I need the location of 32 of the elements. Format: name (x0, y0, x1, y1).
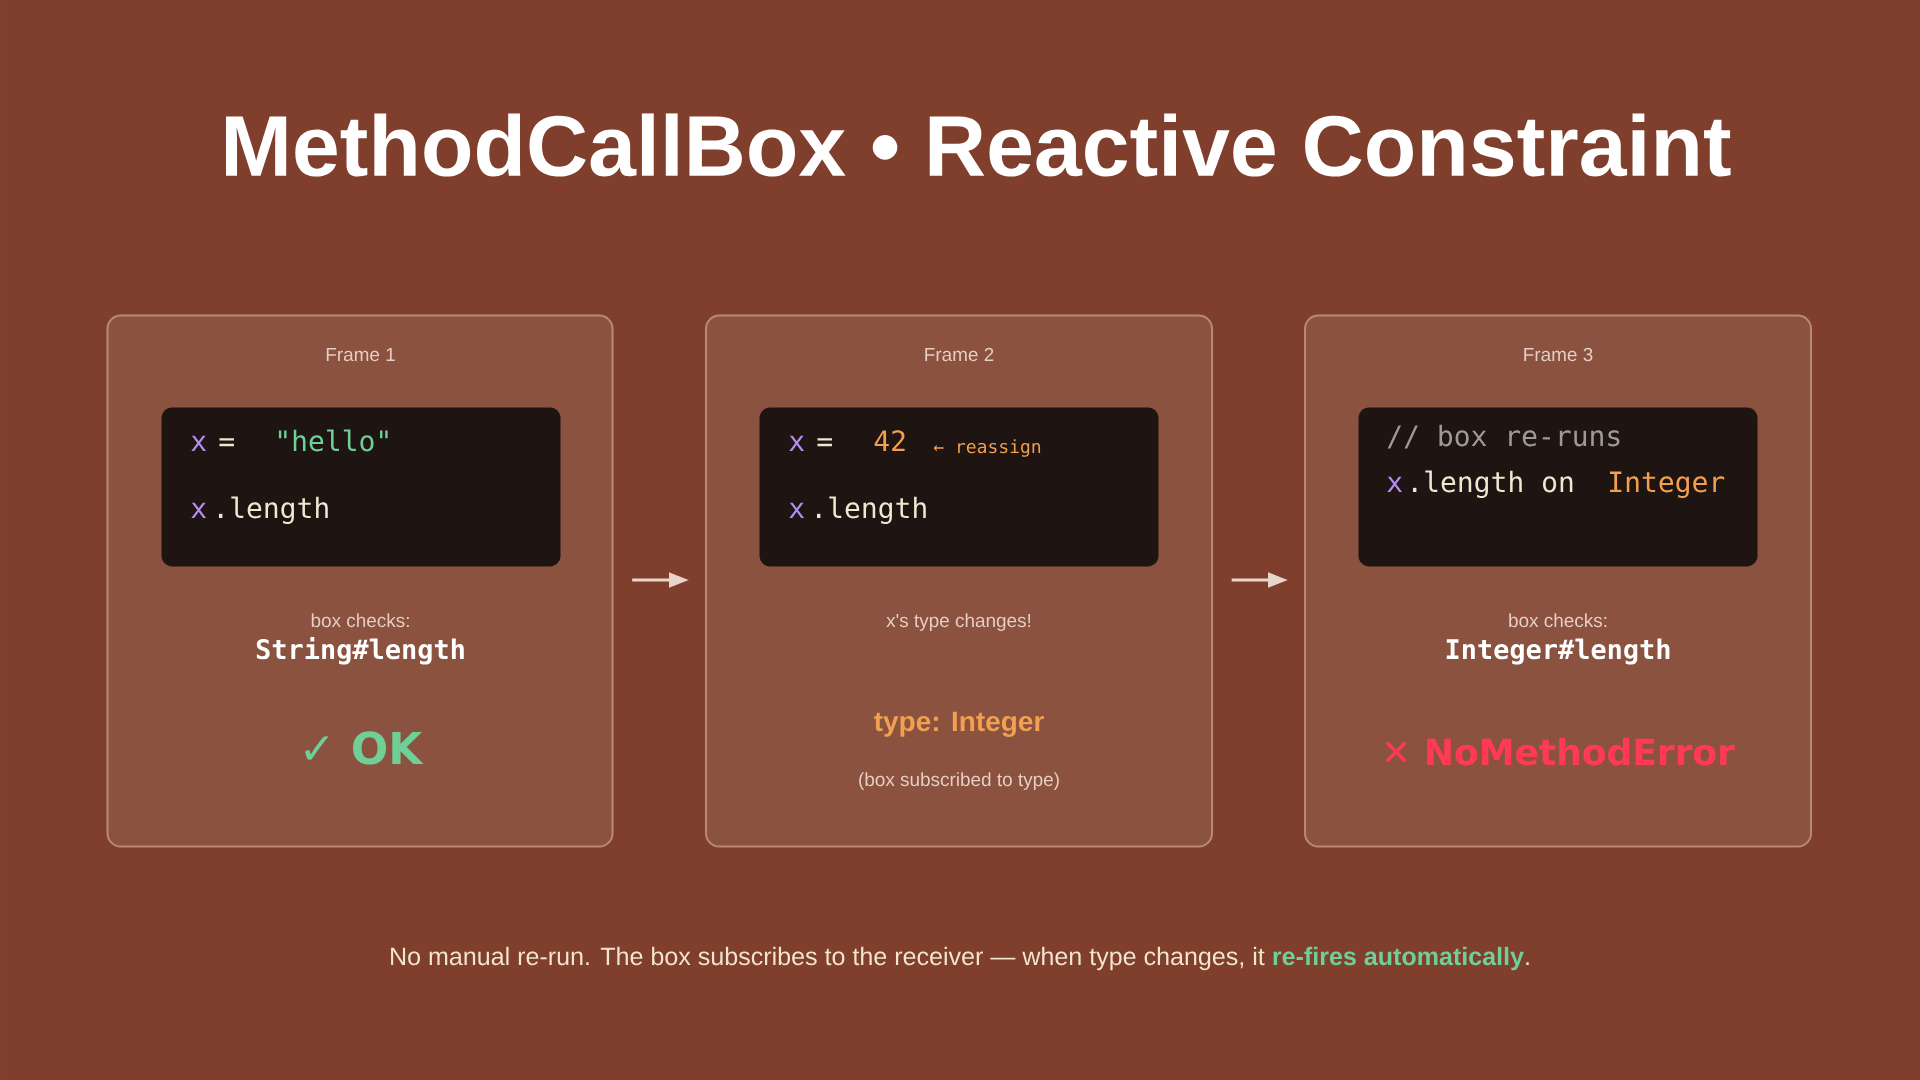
code-token: x (789, 502, 805, 518)
code-token: ← reassign (933, 439, 1041, 457)
code-token: .length (218, 496, 328, 524)
caption-text: box checks: (311, 613, 409, 628)
frame-label: Frame 1 (326, 347, 395, 362)
method-name: String#length (256, 637, 464, 665)
frame-label: Frame 3 (1524, 347, 1593, 362)
caption-text: box checks: (1509, 613, 1607, 628)
code-token: "hello" (278, 429, 388, 452)
code-token: Integer (1610, 471, 1725, 498)
frame-label: Frame 2 (925, 347, 994, 362)
code-token: .length on (1412, 470, 1573, 498)
title: MethodCallBox • Reactive Constraint (226, 113, 1731, 177)
code-token: // box re-runs (1387, 424, 1620, 449)
code-token: x (789, 435, 805, 451)
code-token: x (1387, 476, 1403, 492)
code-token: = (817, 438, 832, 447)
caption-text: x's type changes! (886, 613, 1031, 631)
method-name: Integer#length (1446, 638, 1670, 665)
status-text: ✓ OK (305, 731, 424, 765)
code-token: 42 (874, 430, 905, 451)
status-text: ✕ NoMethodError (1385, 737, 1735, 766)
type-text: type: Integer (874, 711, 1044, 737)
footer-note: No manual re-run. The box subscribes to the receiver — when type changes, it re-fires automatically. (391, 946, 1529, 971)
code-block (759, 407, 1159, 567)
code-token: x (191, 502, 207, 518)
code-block (1358, 407, 1758, 567)
code-token: = (219, 438, 234, 447)
caption-text: (box subscribed to type) (859, 772, 1059, 790)
code-block (161, 407, 561, 567)
code-token: .length (816, 496, 926, 524)
code-token: x (191, 435, 207, 451)
